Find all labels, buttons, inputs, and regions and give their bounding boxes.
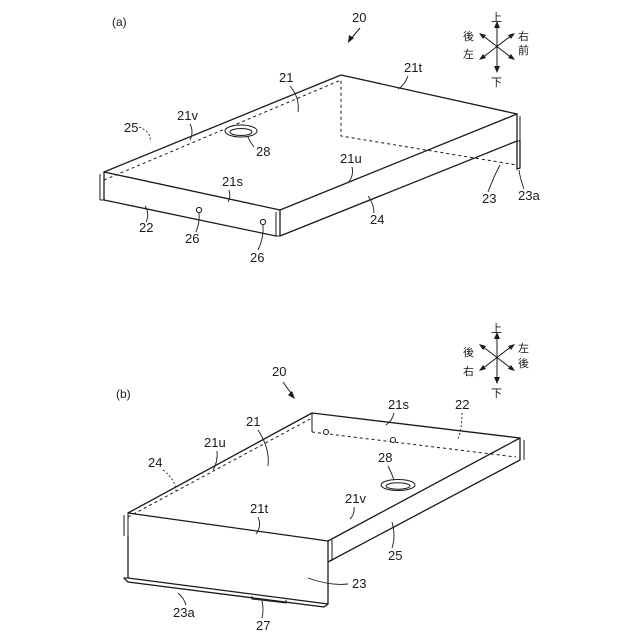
label-25-b: 25 xyxy=(388,548,402,563)
label-22-a: 22 xyxy=(139,220,153,235)
label-23a-a: 23a xyxy=(518,188,540,203)
label-24-b: 24 xyxy=(148,455,162,470)
label-28-a: 28 xyxy=(256,144,270,159)
dir-up-a: 上 xyxy=(491,11,502,24)
label-22-b: 22 xyxy=(455,397,469,412)
dir-down-a: 下 xyxy=(491,76,502,89)
label-28-b: 28 xyxy=(378,450,392,465)
label-21u-a: 21u xyxy=(340,151,362,166)
assembly-arrow-b xyxy=(283,382,295,399)
label-21v-a: 21v xyxy=(177,108,198,123)
label-21-b: 21 xyxy=(246,414,260,429)
label-21-a: 21 xyxy=(279,70,293,85)
label-21t-a: 21t xyxy=(404,60,422,75)
dir-down-b: 下 xyxy=(491,387,502,400)
label-21s-b: 21s xyxy=(388,397,409,412)
dir-up-b: 上 xyxy=(491,322,502,335)
dir-lower-left-a: 左 xyxy=(463,48,474,61)
label-21s-a: 21s xyxy=(222,174,243,189)
assembly-label-a: 20 xyxy=(352,10,366,25)
labels-b: 21s 22 21 21u 24 28 21v 21t 25 23 23a 27 xyxy=(148,397,469,633)
label-27-b: 27 xyxy=(256,618,270,633)
figure-b-caption: (b) xyxy=(116,387,131,401)
dir-lower-right-b: 後 xyxy=(518,356,529,370)
dir-lower-right-a: 前 xyxy=(518,43,529,57)
dir-upper-left-b: 後 xyxy=(463,345,474,359)
label-25-a: 25 xyxy=(124,120,138,135)
orientation-compass-a: 上 下 後 左 右 前 xyxy=(463,11,529,89)
label-23-b: 23 xyxy=(352,576,366,591)
label-23-a: 23 xyxy=(482,191,496,206)
orientation-compass-b: 上 下 後 右 左 後 xyxy=(463,322,529,400)
figure-a-caption: (a) xyxy=(112,15,127,29)
dir-upper-right-a: 右 xyxy=(518,29,529,43)
figure-b: (b) 20 上 下 後 右 左 後 xyxy=(116,322,529,633)
label-21t-b: 21t xyxy=(250,501,268,516)
labels-a: 21 21t 21v 25 28 21u 21s 22 26 26 24 23 … xyxy=(124,60,540,265)
tray-body-b xyxy=(124,413,524,607)
figure-a: (a) 20 上 下 後 左 右 前 xyxy=(100,10,540,265)
dir-lower-left-b: 右 xyxy=(463,364,474,378)
tray-body-a xyxy=(100,75,520,236)
wall-23-b xyxy=(128,536,328,604)
hole-26a-a xyxy=(196,207,201,212)
label-26a-a: 26 xyxy=(185,231,199,246)
label-26b-a: 26 xyxy=(250,250,264,265)
hole-26a-b xyxy=(324,430,329,435)
label-24-a: 24 xyxy=(370,212,384,227)
label-23a-b: 23a xyxy=(173,605,195,620)
flange-23a-b xyxy=(124,578,328,607)
label-21u-b: 21u xyxy=(204,435,226,450)
assembly-arrow-a xyxy=(348,28,360,43)
assembly-label-b: 20 xyxy=(272,364,286,379)
hole-26b-b xyxy=(391,438,396,443)
dir-upper-right-b: 左 xyxy=(518,342,529,355)
hole-26b-a xyxy=(260,219,265,224)
label-21v-b: 21v xyxy=(345,491,366,506)
top-plate-outline-a xyxy=(104,75,517,210)
hidden-edges-a xyxy=(104,80,517,180)
dir-upper-left-a: 後 xyxy=(463,29,474,43)
wall-24-a xyxy=(280,114,517,236)
